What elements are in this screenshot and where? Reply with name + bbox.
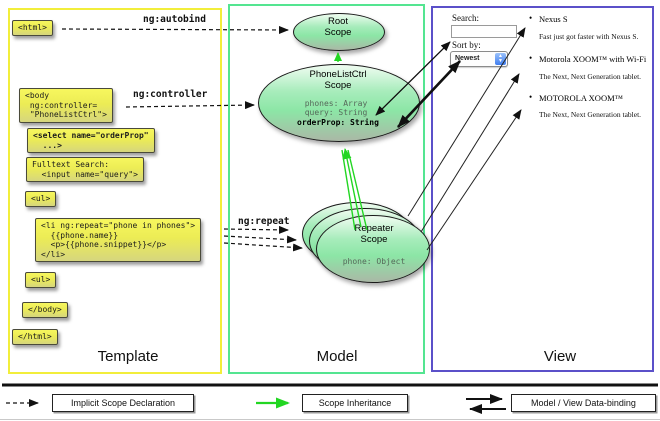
phone-item-desc: Fast just got faster with Nexus S.	[539, 32, 639, 41]
phone-item-desc: The Next, Next Generation tablet.	[539, 110, 642, 119]
code-body-open: <body ng:controller= "PhoneListCtrl">	[19, 88, 113, 123]
repeater-scope-prop: phone: Object	[342, 257, 406, 266]
code-li-repeat: <li ng:repeat="phone in phones"> {{phone…	[35, 218, 202, 262]
repeater-scope-title: Repeater Scope	[354, 223, 394, 245]
code-fulltext-search: Fulltext Search: <input name="query">	[26, 157, 144, 182]
phone-item-title: Motorola XOOM™ with Wi-Fi	[539, 54, 647, 64]
search-input[interactable]	[451, 25, 517, 38]
root-scope-ellipse	[293, 13, 385, 51]
ng-autobind-label: ng:autobind	[143, 14, 206, 25]
phonelistctrl-scope-title: PhoneListCtrl Scope	[309, 69, 367, 91]
bullet-icon: •	[529, 92, 533, 102]
code-html-close: </html>	[12, 329, 58, 345]
sort-select-stepper-icon: ▲▼	[495, 53, 506, 65]
sort-select-value: Newest	[455, 55, 480, 62]
phonelistctrl-scope-props: phones: Array query: String	[304, 99, 368, 117]
phone-item-title: Nexus S	[539, 14, 568, 24]
model-panel	[228, 4, 425, 374]
phone-item-title: MOTOROLA XOOM™	[539, 93, 623, 103]
code-select: <select name="orderProp" ...>	[27, 128, 155, 153]
code-ul-open: <ul>	[25, 191, 57, 207]
repeater-scope-ellipse-front	[316, 215, 430, 283]
phone-item-desc: The Next, Next Generation tablet.	[539, 72, 642, 81]
bullet-icon: •	[529, 13, 533, 23]
code-html-open: <html>	[12, 20, 53, 36]
legend-model-view-data-binding: Model / View Data-binding	[511, 394, 656, 412]
code-body-close: </body>	[22, 302, 68, 318]
search-label: Search:	[452, 13, 479, 23]
ng-controller-label: ng:controller	[133, 89, 208, 100]
legend-implicit-scope-declaration: Implicit Scope Declaration	[52, 394, 194, 412]
template-panel-label: Template	[97, 348, 159, 365]
bullet-icon: •	[529, 53, 533, 63]
view-panel-label: View	[543, 348, 577, 365]
code-ul-close: <ul>	[25, 272, 57, 288]
legend-scope-inheritance: Scope Inheritance	[302, 394, 408, 412]
root-scope-title: Root Scope	[324, 16, 352, 38]
ng-repeat-label: ng:repeat	[238, 216, 290, 227]
model-panel-label: Model	[316, 348, 358, 365]
phonelistctrl-orderprop: orderProp: String	[297, 118, 379, 127]
sort-select[interactable]: Newest ▲▼	[450, 51, 508, 67]
sort-by-label: Sort by:	[452, 40, 481, 50]
